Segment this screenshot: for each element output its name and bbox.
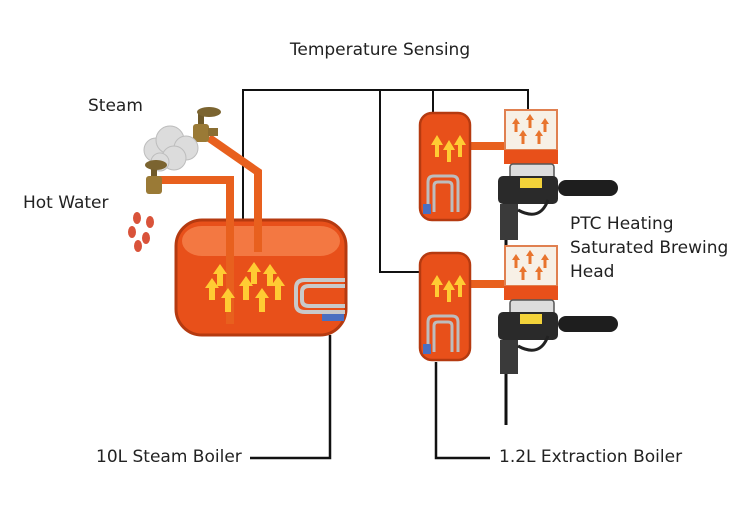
extraction-boiler-label: 1.2L Extraction Boiler — [499, 447, 682, 467]
hot-water-valve-icon — [145, 160, 167, 194]
steam-valve-icon — [193, 107, 221, 142]
temperature-sensing-label: Temperature Sensing — [289, 40, 470, 60]
callout-lines — [250, 335, 490, 460]
extraction-boiler-upper — [418, 111, 472, 222]
extraction-boiler-lower — [418, 251, 472, 362]
steam-label: Steam — [88, 96, 143, 116]
ptc-label-line2: Saturated Brewing — [570, 238, 728, 258]
ptc-label-line3: Head — [570, 262, 614, 282]
pipes — [156, 134, 510, 324]
ptc-label-line1: PTC Heating — [570, 214, 674, 234]
steam-boiler-heat-arrows — [205, 262, 285, 312]
steam-boiler-heating-element — [294, 278, 345, 314]
steam-boiler-label: 10L Steam Boiler — [96, 447, 242, 467]
hot-water-label: Hot Water — [23, 193, 109, 213]
brew-head-lower — [498, 245, 618, 425]
water-drops-icon — [128, 212, 154, 252]
steam-boiler-plate — [322, 312, 344, 321]
brew-head-upper — [498, 109, 618, 252]
